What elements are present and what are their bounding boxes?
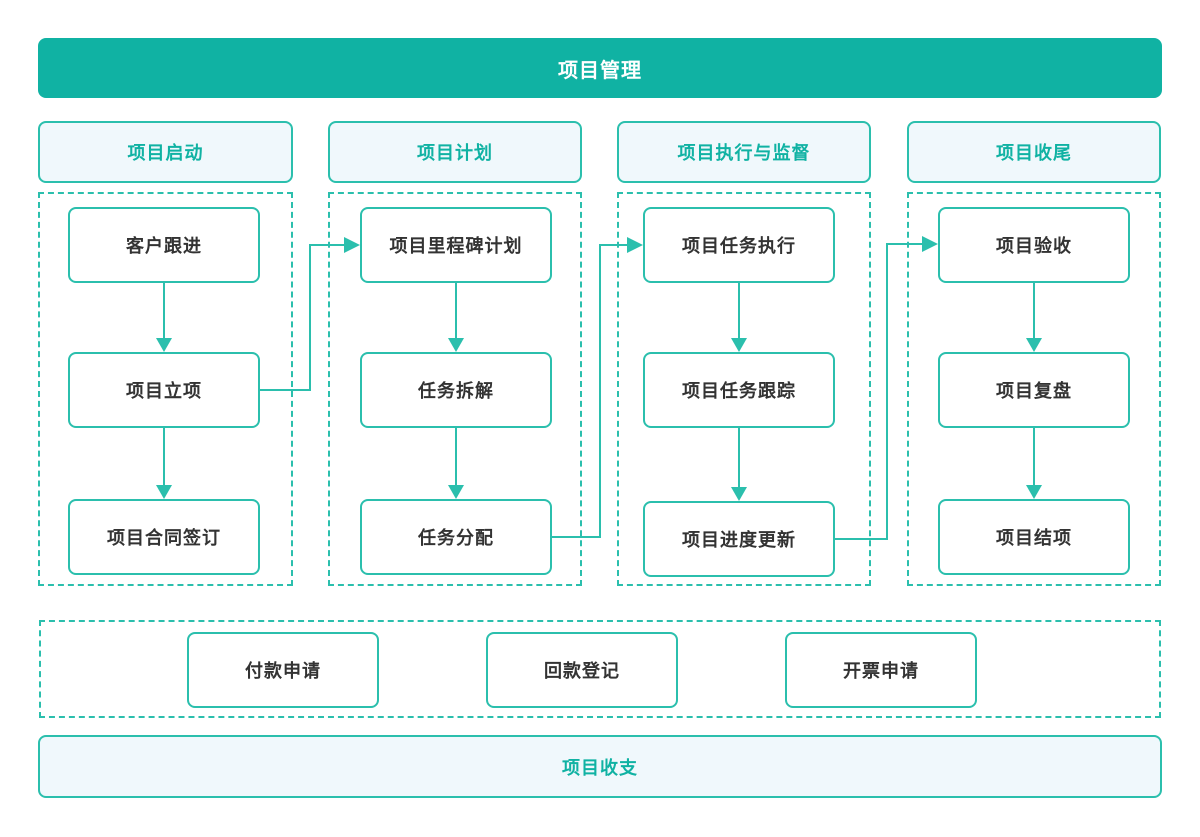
step-label: 项目任务跟踪 bbox=[682, 381, 796, 401]
step-label: 项目结项 bbox=[996, 528, 1072, 548]
step-label: 项目任务执行 bbox=[682, 236, 796, 256]
phase-header-label: 项目收尾 bbox=[996, 143, 1072, 163]
step-contract-signing: 项目合同签订 bbox=[68, 499, 260, 575]
banner-title: 项目管理 bbox=[558, 59, 642, 82]
step-project-acceptance: 项目验收 bbox=[938, 207, 1130, 283]
step-label: 客户跟进 bbox=[126, 236, 202, 256]
step-milestone-plan: 项目里程碑计划 bbox=[360, 207, 552, 283]
step-project-closure: 项目结项 bbox=[938, 499, 1130, 575]
step-label: 项目立项 bbox=[126, 381, 202, 401]
step-payment-collection: 回款登记 bbox=[486, 632, 678, 708]
lane-finance bbox=[39, 620, 1161, 718]
step-label: 任务拆解 bbox=[418, 381, 494, 401]
step-project-initiation: 项目立项 bbox=[68, 352, 260, 428]
step-task-breakdown: 任务拆解 bbox=[360, 352, 552, 428]
phase-header-execution: 项目执行与监督 bbox=[617, 121, 871, 183]
phase-header-label: 项目启动 bbox=[127, 143, 204, 163]
phase-header-label: 项目计划 bbox=[417, 143, 493, 163]
step-label: 项目进度更新 bbox=[682, 530, 796, 550]
step-project-review: 项目复盘 bbox=[938, 352, 1130, 428]
step-label: 项目复盘 bbox=[996, 381, 1072, 401]
step-label: 付款申请 bbox=[245, 661, 321, 681]
step-label: 回款登记 bbox=[544, 661, 620, 681]
step-task-tracking: 项目任务跟踪 bbox=[643, 352, 835, 428]
step-customer-follow-up: 客户跟进 bbox=[68, 207, 260, 283]
phase-header-planning: 项目计划 bbox=[328, 121, 582, 183]
step-task-assignment: 任务分配 bbox=[360, 499, 552, 575]
step-label: 项目里程碑计划 bbox=[389, 236, 523, 256]
step-label: 开票申请 bbox=[843, 661, 919, 681]
phase-header-initiation: 项目启动 bbox=[38, 121, 293, 183]
phase-header-closing: 项目收尾 bbox=[907, 121, 1161, 183]
step-label: 项目合同签订 bbox=[107, 528, 221, 548]
step-payment-request: 付款申请 bbox=[187, 632, 379, 708]
step-progress-update: 项目进度更新 bbox=[643, 501, 835, 577]
step-invoice-request: 开票申请 bbox=[785, 632, 977, 708]
step-label: 项目验收 bbox=[996, 236, 1072, 256]
footer-title: 项目收支 bbox=[562, 757, 638, 778]
project-management-banner: 项目管理 bbox=[38, 38, 1162, 98]
step-task-execution: 项目任务执行 bbox=[643, 207, 835, 283]
project-finance-banner: 项目收支 bbox=[38, 735, 1162, 798]
phase-header-label: 项目执行与监督 bbox=[677, 143, 811, 163]
step-label: 任务分配 bbox=[418, 528, 494, 548]
